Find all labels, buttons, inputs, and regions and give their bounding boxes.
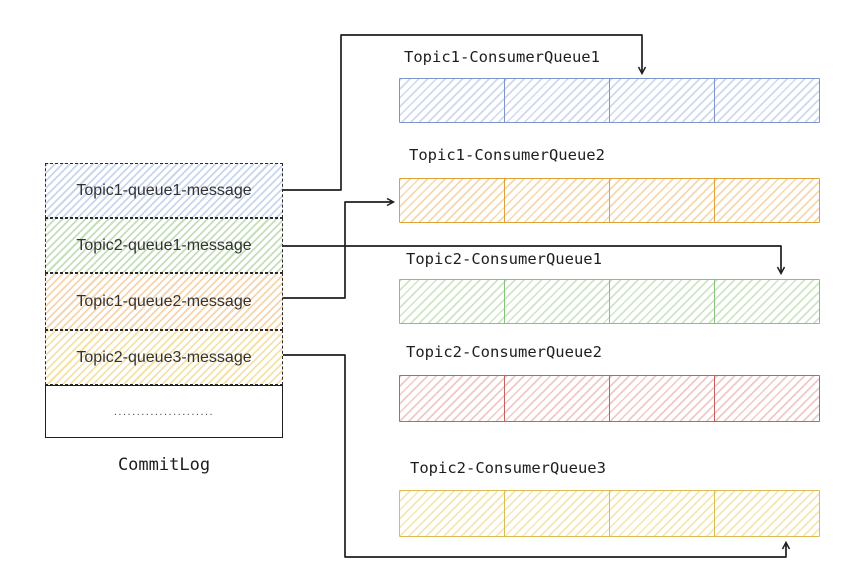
- commitlog-row-label: Topic2-queue1-message: [76, 236, 252, 254]
- queue-segment: [610, 376, 715, 421]
- commitlog-row-topic1-queue2: Topic1-queue2-message: [45, 273, 283, 330]
- queue-topic1-consumerqueue1: [399, 78, 820, 123]
- queue-segment: [610, 280, 715, 323]
- queue-segment: [610, 491, 715, 536]
- arrow-topic1-queue2-to-consumerqueue2: [283, 197, 396, 299]
- queue-label-topic1-consumerqueue1: Topic1-ConsumerQueue1: [404, 48, 600, 66]
- queue-topic1-consumerqueue2: [399, 178, 820, 223]
- commitlog-row-topic2-queue1: Topic2-queue1-message: [45, 218, 283, 273]
- ellipsis-text: ......................: [113, 408, 215, 415]
- queue-segment: [400, 79, 505, 122]
- commitlog-row-label: Topic2-queue3-message: [76, 348, 252, 366]
- queue-label-topic2-consumerqueue3: Topic2-ConsumerQueue3: [410, 459, 606, 477]
- queue-label-topic2-consumerqueue2: Topic2-ConsumerQueue2: [406, 343, 602, 361]
- queue-segment: [400, 376, 505, 421]
- queue-segment: [715, 491, 819, 536]
- queue-topic2-consumerqueue1: [399, 279, 820, 324]
- commitlog-row-topic1-queue1: Topic1-queue1-message: [45, 163, 283, 218]
- commitlog-row-label: Topic1-queue1-message: [76, 181, 252, 199]
- queue-label-topic1-consumerqueue2: Topic1-ConsumerQueue2: [409, 146, 605, 164]
- queue-segment: [505, 491, 610, 536]
- commitlog-row-ellipsis: ......................: [45, 385, 283, 438]
- queue-label-topic2-consumerqueue1: Topic2-ConsumerQueue1: [406, 250, 602, 268]
- commitlog-row-topic2-queue3: Topic2-queue3-message: [45, 330, 283, 385]
- queue-segment: [715, 280, 819, 323]
- queue-topic2-consumerqueue3: [399, 490, 820, 537]
- queue-segment: [400, 280, 505, 323]
- queue-segment: [715, 179, 819, 222]
- queue-segment: [505, 79, 610, 122]
- queue-segment: [505, 280, 610, 323]
- commitlog-row-label: Topic1-queue2-message: [76, 292, 252, 310]
- queue-topic2-consumerqueue2: [399, 375, 820, 422]
- queue-segment: [715, 79, 819, 122]
- queue-segment: [505, 376, 610, 421]
- queue-segment: [505, 179, 610, 222]
- queue-segment: [715, 376, 819, 421]
- commitlog-title: CommitLog: [117, 455, 211, 475]
- queue-segment: [610, 79, 715, 122]
- queue-segment: [400, 491, 505, 536]
- queue-segment: [610, 179, 715, 222]
- queue-segment: [400, 179, 505, 222]
